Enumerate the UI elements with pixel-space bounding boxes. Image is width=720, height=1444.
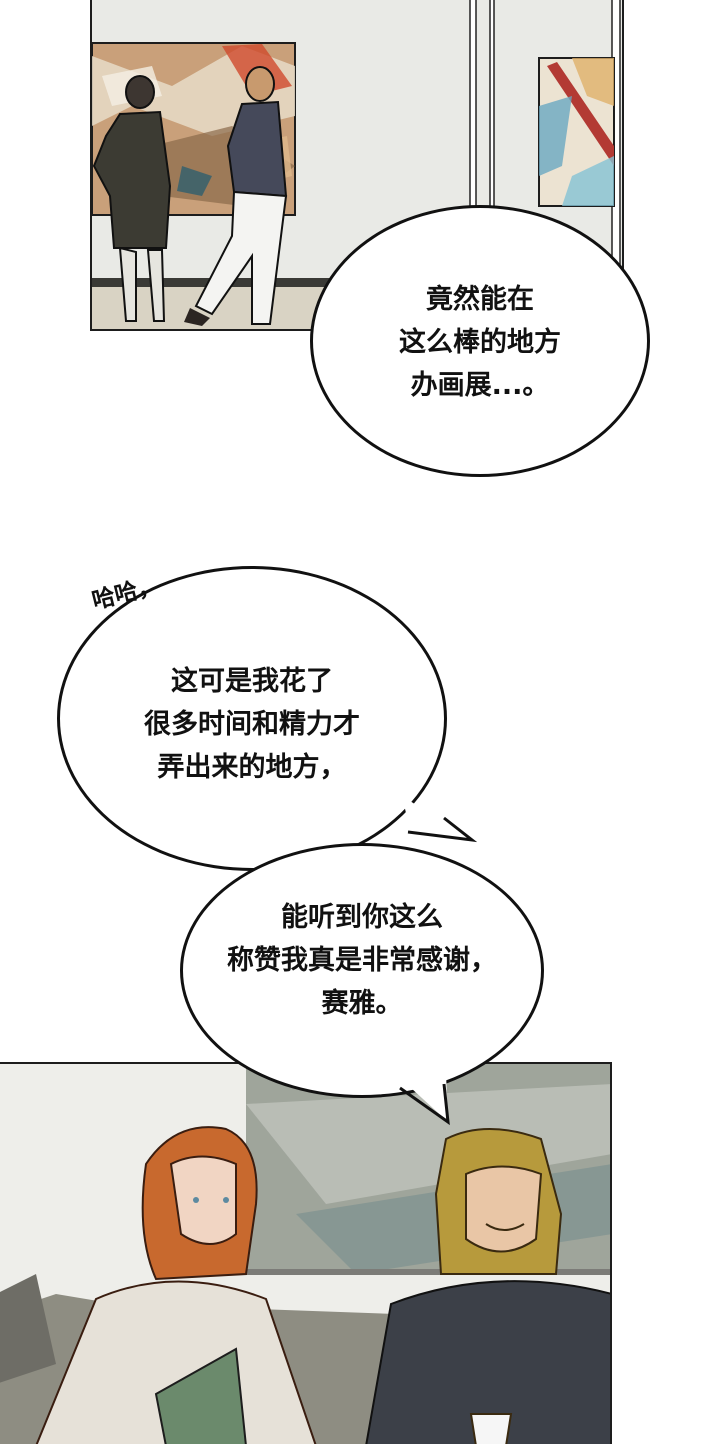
woman-figure	[92, 75, 172, 322]
bubble-1-line-3: 办画展...。	[410, 370, 550, 401]
sofa-panel	[0, 1062, 612, 1444]
bubble-2-line-3: 弄出来的地方，	[157, 752, 347, 783]
speech-bubble-1	[310, 205, 650, 477]
bubble-3-line-3: 赛雅。	[321, 988, 403, 1019]
bubble-2-line-2: 很多时间和精力才	[144, 709, 360, 740]
speech-bubble-1-text: 竟然能在 这么棒的地方 办画展...。	[310, 278, 650, 407]
red-haired-woman	[35, 1126, 317, 1444]
speech-bubble-2-text: 这可是我花了 很多时间和精力才 弄出来的地方，	[57, 660, 447, 789]
blond-man	[365, 1128, 610, 1444]
bubble-2-tail	[402, 796, 478, 843]
sofa-illustration	[0, 1064, 610, 1444]
bubble-3-tail	[398, 1074, 450, 1126]
speech-bubble-3-text: 能听到你这么 称赞我真是非常感谢， 赛雅。	[180, 896, 544, 1025]
bubble-3-line-1: 能听到你这么	[281, 902, 443, 933]
bubble-1-line-1: 竟然能在	[426, 284, 534, 315]
bubble-2-line-1: 这可是我花了	[171, 666, 333, 697]
bubble-3-line-2: 称赞我真是非常感谢，	[227, 945, 497, 976]
abstract-painting-small	[538, 57, 615, 207]
speech-bubble-2	[57, 566, 447, 871]
bubble-1-line-2: 这么棒的地方	[399, 327, 561, 358]
speech-bubble-3	[180, 843, 544, 1098]
man-figure	[184, 66, 288, 326]
